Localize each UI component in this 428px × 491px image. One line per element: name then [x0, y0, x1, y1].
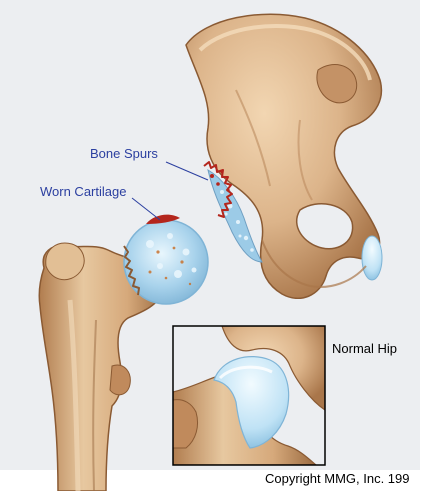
normal-hip-inset: [173, 326, 325, 465]
worn-cartilage-label: Worn Cartilage: [40, 184, 126, 199]
normal-hip-label: Normal Hip: [332, 341, 397, 356]
copyright-text: Copyright MMG, Inc. 199: [265, 471, 410, 486]
bone-spurs-label: Bone Spurs: [90, 146, 158, 161]
